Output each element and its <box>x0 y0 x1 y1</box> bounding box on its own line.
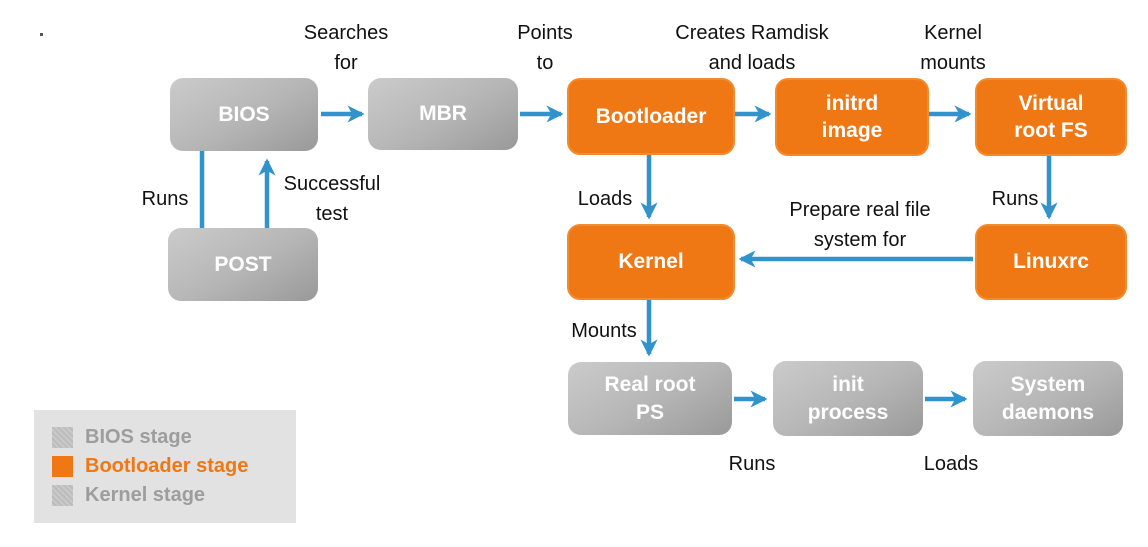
label-loads-kernel: Loads <box>577 188 633 210</box>
label-points-to: Points to <box>517 22 573 74</box>
label-kernel-mounts: Kernel mounts <box>920 22 986 74</box>
label-runs-bios-post: Runs <box>141 188 189 210</box>
legend-label-kernel-stage: Kernel stage <box>85 483 206 506</box>
label-runs-init: Runs <box>728 453 776 475</box>
label-mounts: Mounts <box>571 320 637 342</box>
bios-stage-swatch <box>52 426 73 448</box>
label-runs-linuxrc: Runs <box>991 188 1039 210</box>
artifact-dot <box>40 33 43 36</box>
node-initrd-image: initrd image <box>775 78 929 156</box>
legend-label-bootloader-stage: Bootloader stage <box>85 454 249 477</box>
kernel-stage-swatch <box>52 484 73 506</box>
node-post: POST <box>168 228 318 301</box>
legend-item-kernel-stage: Kernel stage <box>52 484 296 506</box>
bootloader-stage-swatch <box>52 455 73 477</box>
label-prepare-real-fs: Prepare real file system for <box>789 199 931 251</box>
legend-label-bios-stage: BIOS stage <box>85 425 192 448</box>
node-mbr: MBR <box>368 78 518 150</box>
label-successful-test: Successful test <box>283 173 381 225</box>
legend: BIOS stage Bootloader stage Kernel stage <box>34 410 296 523</box>
node-kernel: Kernel <box>567 224 735 300</box>
node-bios: BIOS <box>170 78 318 151</box>
node-virtual-root-fs: Virtual root FS <box>975 78 1127 156</box>
node-linuxrc: Linuxrc <box>975 224 1127 300</box>
node-system-daemons: System daemons <box>973 361 1123 436</box>
node-real-root-ps: Real root PS <box>568 362 732 435</box>
node-bootloader: Bootloader <box>567 78 735 155</box>
label-loads-daemons: Loads <box>923 453 979 475</box>
legend-item-bootloader-stage: Bootloader stage <box>52 455 296 477</box>
node-init-process: init process <box>773 361 923 436</box>
legend-item-bios-stage: BIOS stage <box>52 426 296 448</box>
label-creates-ramdisk: Creates Ramdisk and loads <box>675 22 829 74</box>
label-searches-for: Searches for <box>303 22 389 74</box>
